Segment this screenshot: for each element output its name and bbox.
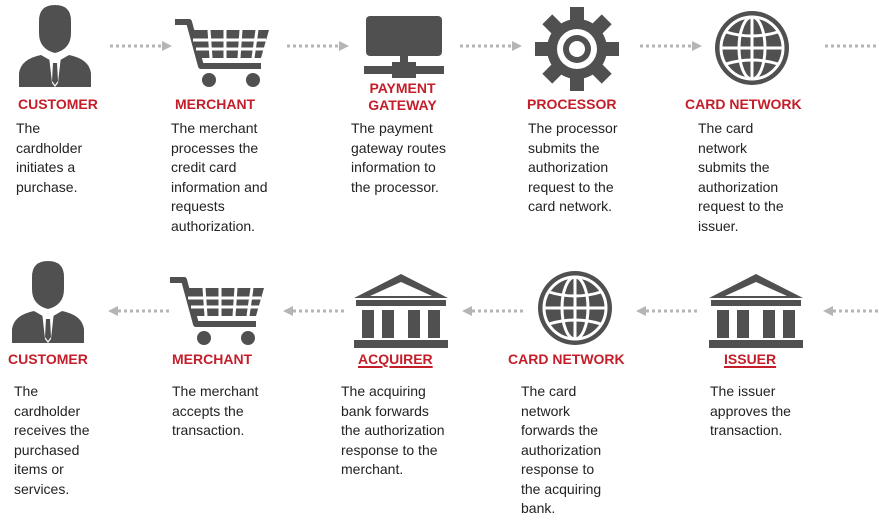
- processor-title: PROCESSOR: [527, 96, 617, 112]
- globe-icon: [538, 271, 612, 345]
- gear-icon: [535, 7, 619, 91]
- globe-icon: [715, 11, 789, 85]
- merchant-title-2: MERCHANT: [172, 351, 253, 367]
- cart-icon: [175, 19, 269, 87]
- customer-title-2: CUSTOMER: [8, 351, 88, 367]
- card-network-title-2: CARD NETWORK: [508, 351, 625, 367]
- merchant-title: MERCHANT: [175, 96, 256, 112]
- card-network-title: CARD NETWORK: [685, 96, 802, 112]
- arrow-left-icon: [636, 306, 698, 316]
- arrow-left-icon: [108, 306, 170, 316]
- person-icon: [12, 261, 84, 343]
- bank-icon: [709, 274, 803, 348]
- bank-icon: [354, 274, 448, 348]
- cart-icon: [170, 277, 264, 345]
- arrow-right-icon: [460, 41, 522, 51]
- dotted-line-icon: [825, 44, 879, 48]
- server-icon: [364, 16, 444, 78]
- issuer-title: ISSUER: [724, 351, 777, 367]
- arrow-right-icon: [287, 41, 349, 51]
- arrow-left-icon: [462, 306, 524, 316]
- arrow-right-icon: [110, 41, 172, 51]
- acquirer-title: ACQUIRER: [358, 351, 433, 367]
- arrow-right-icon: [640, 41, 702, 51]
- person-icon: [19, 5, 91, 87]
- arrow-left-icon: [283, 306, 345, 316]
- customer-title: CUSTOMER: [18, 96, 98, 112]
- arrow-left-icon: [823, 306, 879, 316]
